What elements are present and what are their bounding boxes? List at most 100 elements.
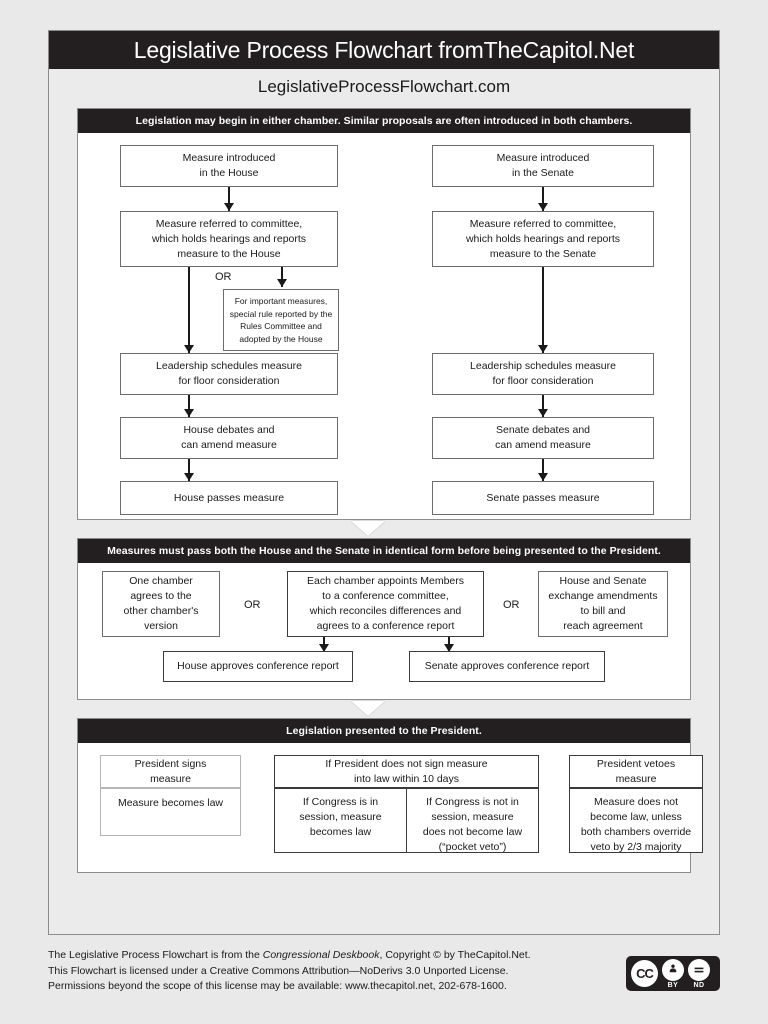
box-line: which reconciles differences and [309,605,462,617]
box-line: Leadership schedules measure [470,360,616,372]
box-senate-introduced: Measure introduced in the Senate [432,145,654,187]
connector-line [281,267,283,287]
connector-line [228,187,230,211]
box-line: version [144,620,178,632]
box-line: which holds hearings and reports [151,232,307,245]
box-senate-referred: Measure referred to committee, which hol… [432,211,654,267]
arrow-head-icon [538,409,548,417]
box-president-vetoes: President vetoes measure [569,755,703,788]
box-line: agrees to a conference report [316,620,455,632]
or-label-reconcile-1: OR [244,599,261,611]
arrow-head-icon [444,644,454,652]
box-line: can amend measure [495,439,591,451]
box-line: other chamber's [123,605,199,617]
box-line: exchange amendments [548,590,658,602]
or-label-reconcile-2: OR [503,599,520,611]
box-line: Measure introduced [496,152,590,164]
box-line: If President does not sign measure [325,757,488,770]
box-line: Leadership schedules measure [156,360,302,372]
connector-line [542,395,544,417]
person-icon [662,958,684,981]
box-line: for floor consideration [178,375,280,387]
cc-logo-icon: CC [631,960,658,987]
footer-line-1c: , Copyright © by TheCapitol.Net. [379,949,531,961]
box-line: agrees to the [130,590,192,602]
connector-line [542,459,544,481]
box-house-leadership: Leadership schedules measure for floor c… [120,353,338,395]
box-line: measure to the Senate [489,247,597,260]
arrow-head-icon [538,203,548,211]
box-line: If Congress is in [302,796,379,808]
box-line: One chamber [129,575,193,587]
page-subtitle: LegislativeProcessFlowchart.com [257,77,511,96]
box-line: can amend measure [181,439,277,451]
arrow-head-icon [224,203,234,211]
connector-line [188,395,190,417]
box-line: does not become law [422,826,523,838]
section-president: Legislation presented to the President. … [77,718,703,873]
box-senate-passes: Senate passes measure [432,481,654,515]
box-line: becomes law [309,826,372,838]
arrow-head-icon [184,409,194,417]
box-line: Rules Committee and [240,321,322,331]
creative-commons-badge[interactable]: CC BY ND [626,956,720,991]
footer-line-1-italic: Congressional Deskbook [262,949,380,961]
box-line: House debates and [183,424,275,436]
connector-line [188,267,190,353]
box-line: Measure becomes law [117,797,224,809]
connector-line [542,267,544,353]
box-line: Each chamber appoints Members [307,575,464,587]
chevron-wrap-2 [49,700,719,718]
box-line: Measure referred to committee, [469,217,617,230]
box-house-passes: House passes measure [120,481,338,515]
box-senate-leadership: Leadership schedules measure for floor c… [432,353,654,395]
arrow-head-icon [319,644,329,652]
arrow-head-icon [277,279,287,287]
chevron-down-icon [351,701,385,716]
cc-nd-label: ND [693,981,705,989]
box-line: measure [150,772,191,785]
box-conference-committee: Each chamber appoints Members to a confe… [287,571,484,637]
section-reconcile: Measures must pass both the House and th… [77,538,691,700]
box-line: measure [615,772,657,785]
no-derivatives-icon [688,958,710,981]
box-one-chamber-agrees: One chamber agrees to the other chamber'… [102,571,220,637]
box-line: which holds hearings and reports [465,232,621,245]
footer-credits: The Legislative Process Flowchart is fro… [48,948,720,995]
box-line: in the Senate [512,167,574,179]
box-line: House approves conference report [177,660,339,672]
box-congress-in-session: If Congress is in session, measure becom… [274,788,407,853]
box-line: session, measure [431,811,514,823]
box-line: become law, unless [590,811,682,823]
box-line: For important measures, [234,296,328,306]
box-line: to bill and [580,605,626,617]
page-title: Legislative Process Flowchart fromTheCap… [49,31,719,69]
box-president-no-sign: If President does not sign measure into … [274,755,539,788]
box-line: President vetoes [596,757,676,770]
box-line: President signs [134,757,207,770]
box-line: in the House [199,167,259,179]
cc-by-item: BY [662,958,684,989]
connector-line [542,187,544,211]
arrow-head-icon [538,473,548,481]
box-senate-debates: Senate debates and can amend measure [432,417,654,459]
box-line: Measure introduced [182,152,276,164]
box-congress-not-in-session: If Congress is not in session, measure d… [406,788,539,853]
section-reconcile-banner: Measures must pass both the House and th… [78,539,690,563]
arrow-head-icon [184,345,194,353]
box-line: Senate debates and [496,424,590,436]
or-label-house: OR [215,271,232,283]
box-house-referred: Measure referred to committee, which hol… [120,211,338,267]
box-measure-becomes-law: Measure becomes law [100,788,241,836]
box-exchange-amendments: House and Senate exchange amendments to … [538,571,668,637]
box-house-introduced: Measure introduced in the House [120,145,338,187]
cc-nd-item: ND [688,958,710,989]
footer-line-3: Permissions beyond the scope of this lic… [48,980,507,992]
box-senate-approves-conference: Senate approves conference report [409,651,605,682]
arrow-head-icon [538,345,548,353]
box-line: to a conference committee, [322,590,449,602]
box-line: (“pocket veto”) [438,841,507,853]
chevron-wrap-1 [49,520,719,538]
footer-line-2: This Flowchart is licensed under a Creat… [48,964,509,977]
